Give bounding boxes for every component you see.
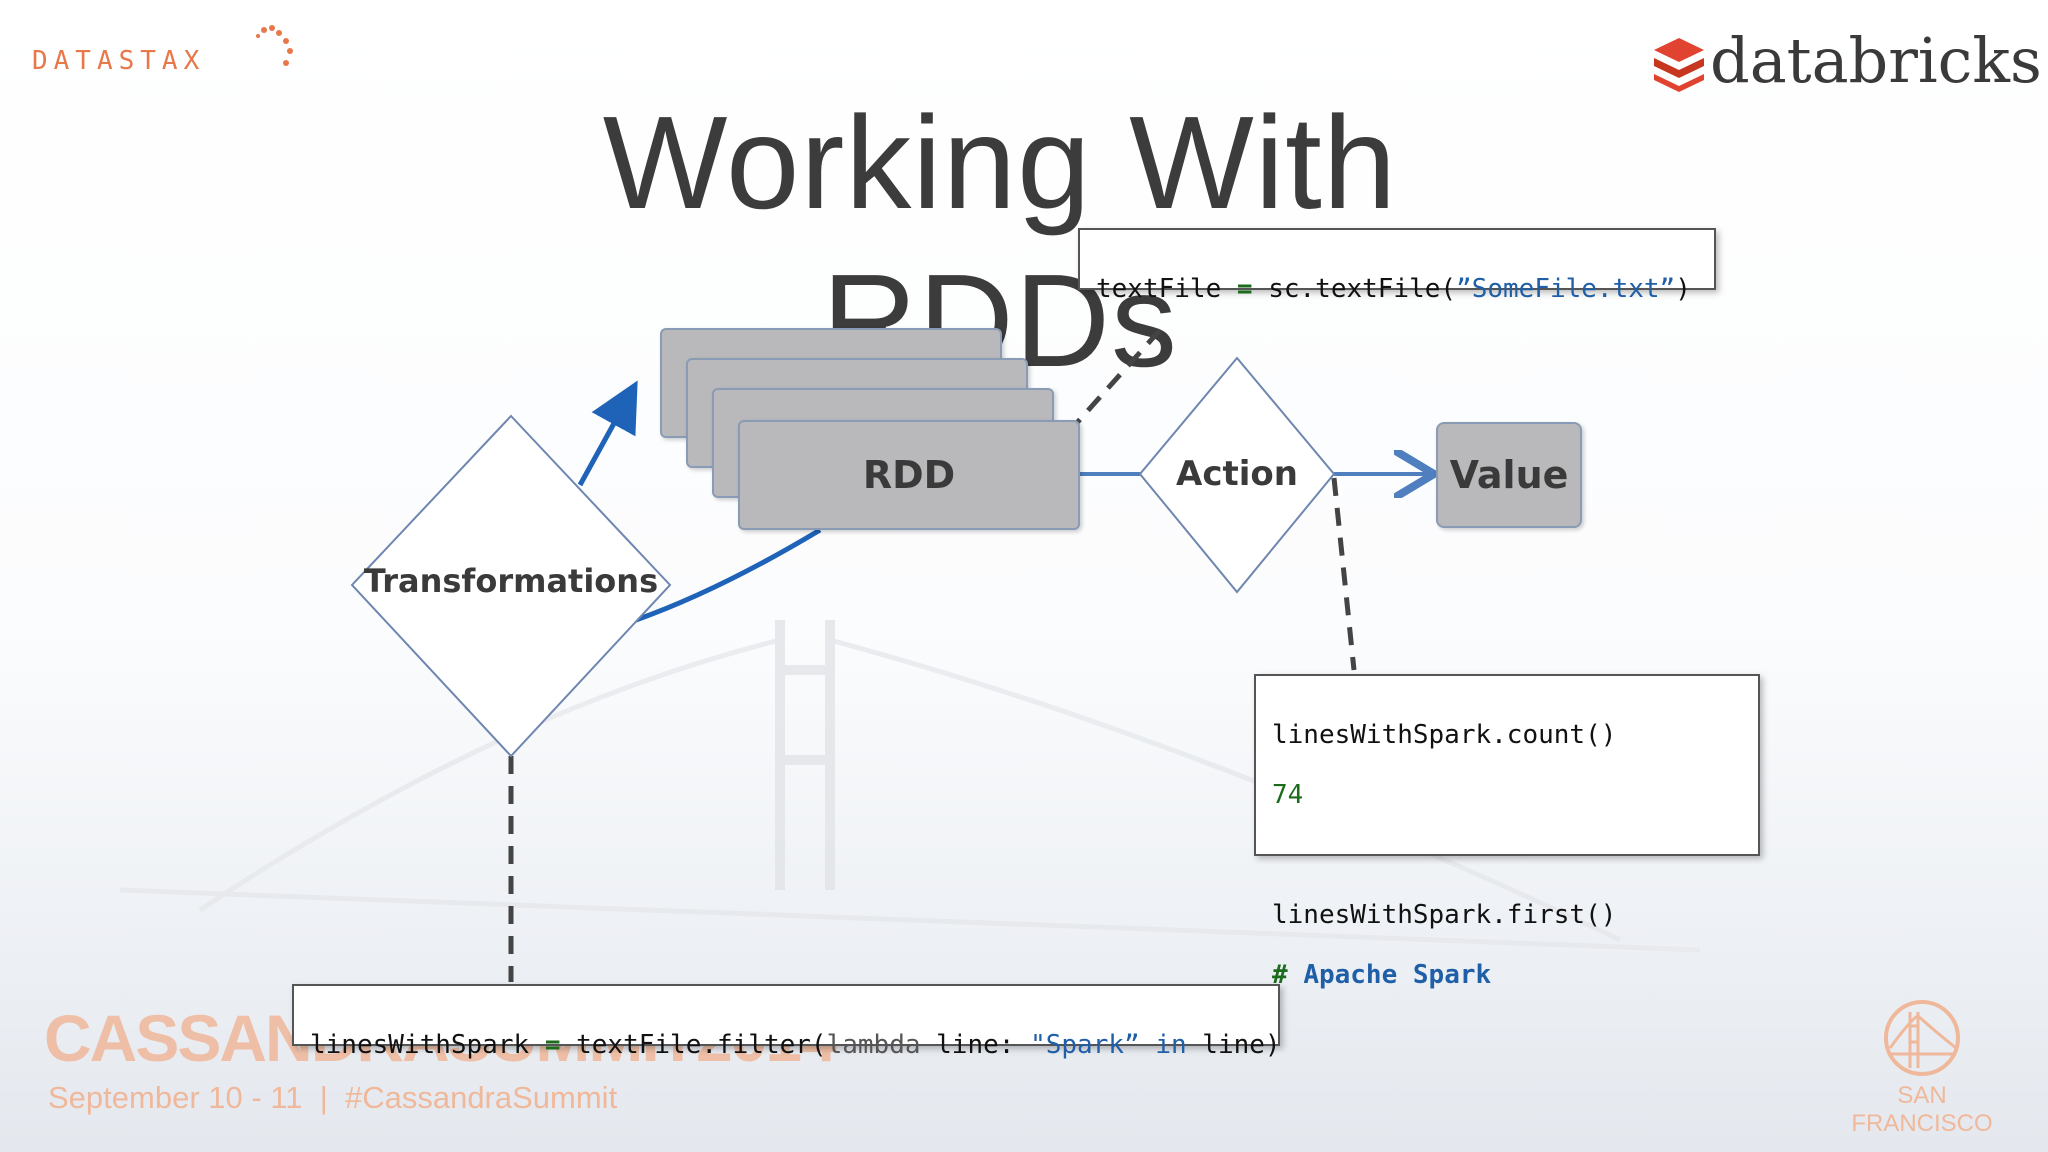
code-operator: = bbox=[544, 1030, 561, 1060]
databricks-logo: databricks bbox=[1652, 24, 2042, 98]
city-label: SAN FRANCISCO bbox=[1851, 1082, 1993, 1137]
textfile-code-box: textFile = sc.textFile(”SomeFile.txt”) bbox=[1078, 228, 1716, 304]
blank-line bbox=[1272, 840, 1758, 870]
dashed-connector-action bbox=[1331, 477, 1357, 671]
code-keyword-in: in bbox=[1155, 1030, 1187, 1060]
datastax-logo: DATASTAX bbox=[32, 25, 293, 86]
code-operator: = bbox=[1236, 274, 1253, 304]
rdd-card-front: RDD bbox=[738, 420, 1080, 530]
action-results-code-box: linesWithSpark.count() 74 linesWithSpark… bbox=[1254, 674, 1760, 990]
databricks-stack-icon bbox=[1654, 38, 1704, 92]
dashed-connector-textfile bbox=[1073, 328, 1162, 427]
code-call: sc.textFile( bbox=[1268, 274, 1457, 304]
rdd-to-transformations-curve bbox=[635, 527, 822, 623]
code-var: linesWithSpark bbox=[310, 1030, 530, 1060]
filter-code-box: linesWithSpark = textFile.filter(lambda … bbox=[292, 984, 1281, 1060]
code-call: textFile.filter( bbox=[576, 1030, 827, 1060]
code-close-paren: ) bbox=[1675, 274, 1691, 304]
code-tail: line) bbox=[1202, 1030, 1281, 1060]
transformations-diamond bbox=[350, 414, 672, 758]
code-keyword-lambda: lambda bbox=[826, 1030, 921, 1060]
code-string: "Spark” bbox=[1030, 1030, 1140, 1060]
golden-gate-bridge-icon bbox=[1884, 1000, 1960, 1076]
code-arg: line: bbox=[936, 1030, 1015, 1060]
event-date: September 10 - 11 | #CassandraSummit bbox=[48, 1080, 618, 1115]
background-bridge-image bbox=[119, 620, 1701, 953]
datastax-dots-icon bbox=[256, 25, 293, 66]
first-call-line: linesWithSpark.first() bbox=[1272, 900, 1617, 930]
databricks-logo-text: databricks bbox=[1710, 24, 2042, 97]
code-string: ”SomeFile.txt” bbox=[1456, 274, 1676, 304]
comment-hash: # bbox=[1272, 960, 1288, 990]
transformations-label: Transformations bbox=[363, 562, 659, 600]
action-diamond bbox=[1138, 356, 1336, 594]
first-result-text: Apache Spark bbox=[1303, 960, 1492, 990]
code-var: textFile bbox=[1096, 274, 1222, 304]
count-call-line: linesWithSpark.count() bbox=[1272, 720, 1617, 750]
transformations-to-rdd-arrow bbox=[577, 380, 638, 487]
first-result-line: # Apache Spark bbox=[1272, 960, 1758, 990]
action-label: Action bbox=[1176, 454, 1298, 494]
datastax-logo-text: DATASTAX bbox=[32, 46, 206, 76]
value-box: Value bbox=[1436, 422, 1582, 528]
count-result-line: 74 bbox=[1272, 780, 1304, 810]
